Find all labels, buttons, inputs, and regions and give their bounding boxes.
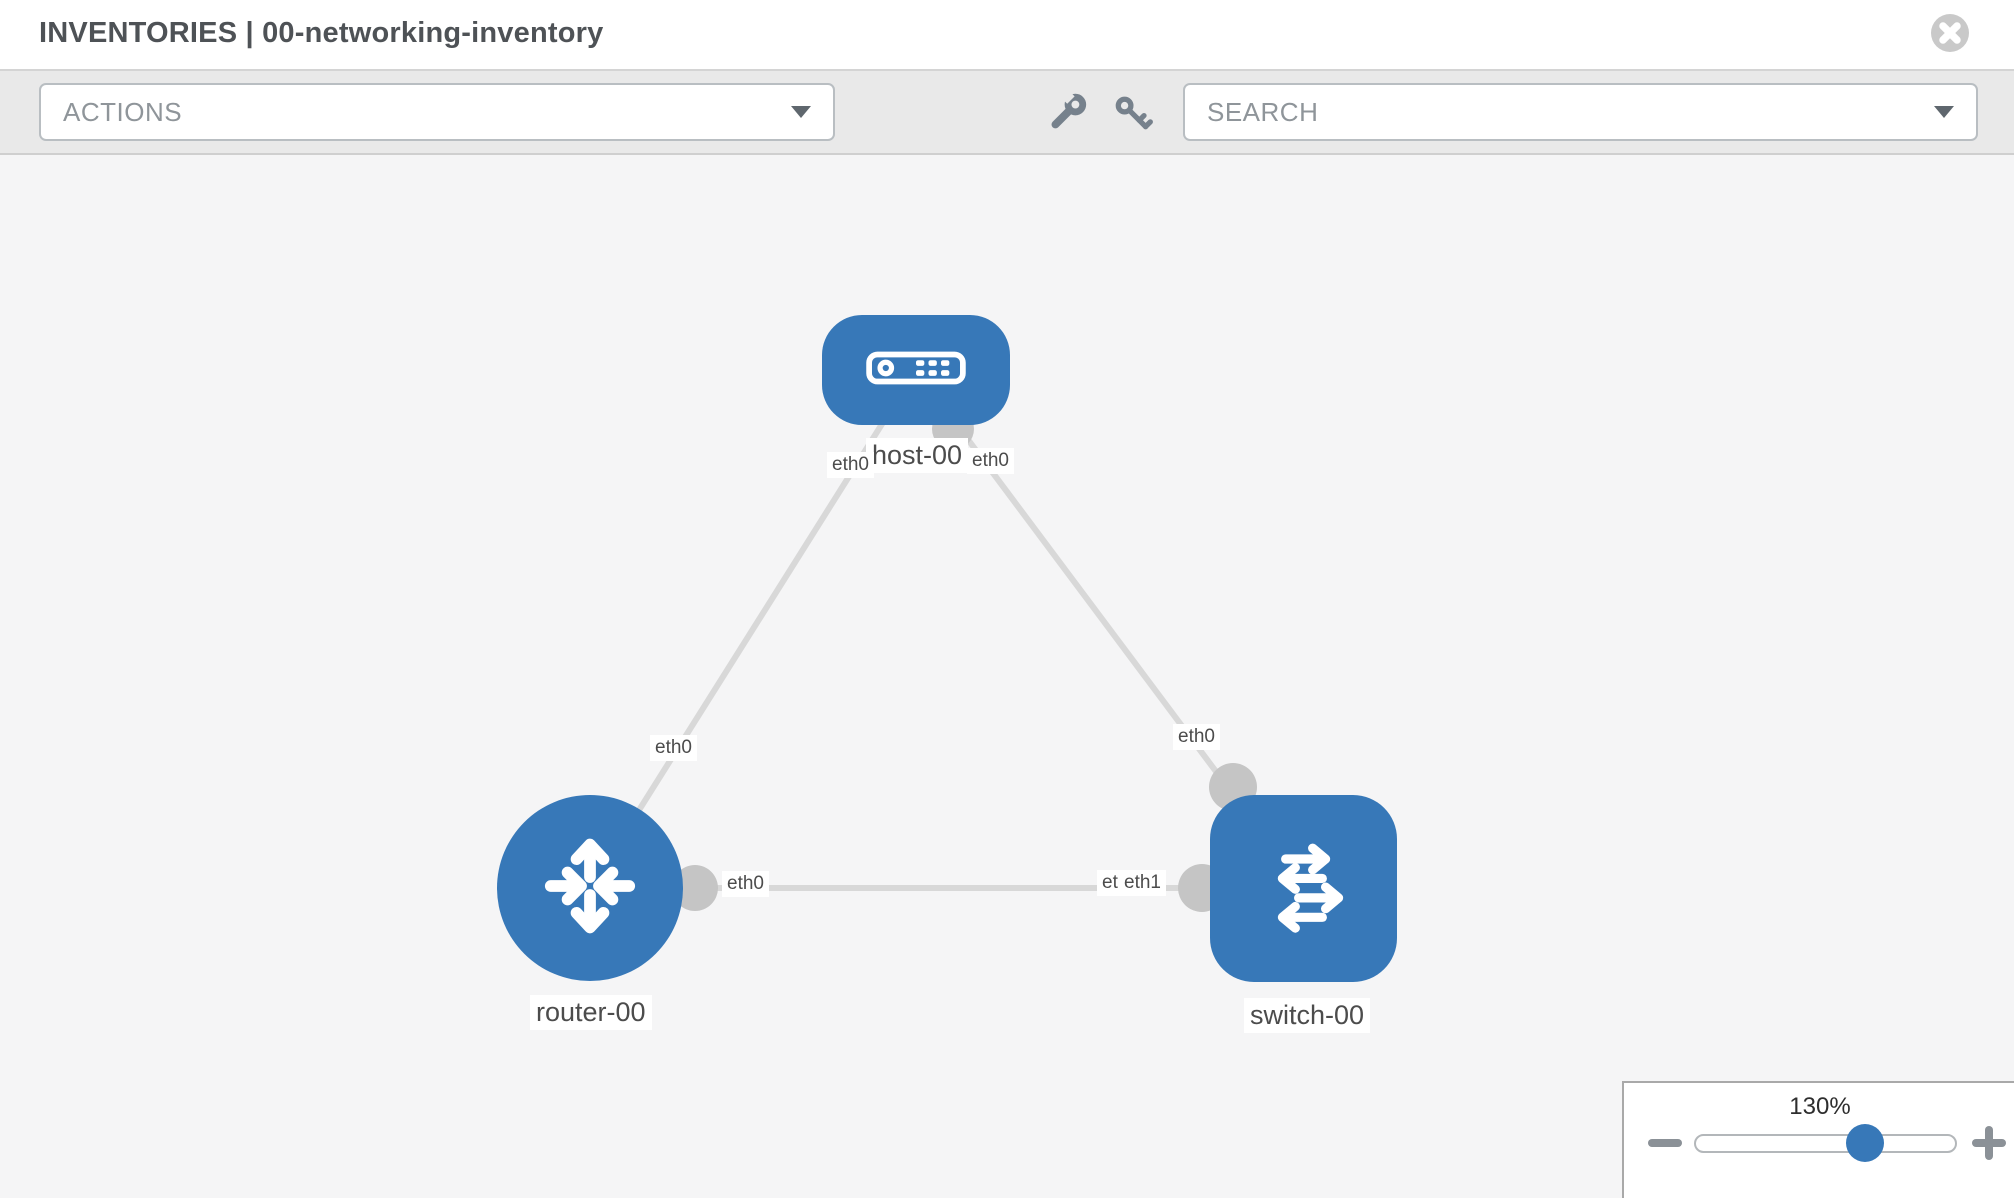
host-icon bbox=[866, 351, 966, 390]
node-switch-00[interactable] bbox=[1210, 795, 1397, 982]
caret-down-icon bbox=[1934, 106, 1954, 118]
search-dropdown[interactable]: SEARCH bbox=[1183, 83, 1978, 141]
page-title: INVENTORIES | 00-networking-inventory bbox=[39, 17, 604, 49]
interface-label: eth0 bbox=[1173, 724, 1220, 750]
interface-label: eth1 bbox=[1119, 870, 1166, 896]
node-router-00[interactable] bbox=[497, 795, 683, 981]
node-label-router: router-00 bbox=[530, 995, 652, 1031]
key-icon bbox=[1112, 96, 1154, 138]
node-host-00[interactable] bbox=[822, 315, 1010, 425]
zoom-level-value: 130% bbox=[1789, 1093, 1851, 1120]
actions-dropdown-label: ACTIONS bbox=[63, 96, 183, 127]
minus-icon bbox=[1648, 1139, 1682, 1147]
zoom-slider-thumb[interactable] bbox=[1846, 1124, 1884, 1162]
actions-dropdown[interactable]: ACTIONS bbox=[39, 83, 835, 141]
close-icon bbox=[1930, 14, 1970, 56]
node-label-host: host-00 bbox=[866, 438, 969, 474]
close-button[interactable] bbox=[1930, 13, 1970, 53]
interface-dot-router bbox=[672, 865, 718, 911]
configure-button[interactable] bbox=[1046, 88, 1088, 138]
zoom-slider-track[interactable] bbox=[1694, 1134, 1957, 1153]
zoom-out-button[interactable] bbox=[1645, 1123, 1685, 1163]
topology-canvas[interactable]: host-00 router-00 switch-00 eth0 eth0 et… bbox=[0, 155, 2014, 1198]
modal-header: INVENTORIES | 00-networking-inventory bbox=[0, 0, 2014, 71]
caret-down-icon bbox=[791, 106, 811, 118]
interface-label: eth0 bbox=[722, 871, 769, 897]
zoom-in-button[interactable] bbox=[1969, 1123, 2009, 1163]
toolbar: ACTIONS S bbox=[0, 71, 2014, 155]
switch-icon bbox=[1250, 832, 1358, 945]
interface-label: eth0 bbox=[827, 452, 874, 478]
plus-icon bbox=[1985, 1126, 1993, 1160]
wrench-icon bbox=[1046, 88, 1088, 138]
zoom-control-panel: 130% bbox=[1622, 1081, 2014, 1198]
router-icon bbox=[534, 830, 646, 947]
search-dropdown-label: SEARCH bbox=[1207, 96, 1319, 127]
interface-label: eth0 bbox=[967, 448, 1014, 474]
interface-label: eth0 bbox=[650, 735, 697, 761]
topology-edges bbox=[587, 368, 1306, 912]
credentials-button[interactable] bbox=[1112, 93, 1154, 135]
node-label-switch: switch-00 bbox=[1244, 998, 1371, 1034]
